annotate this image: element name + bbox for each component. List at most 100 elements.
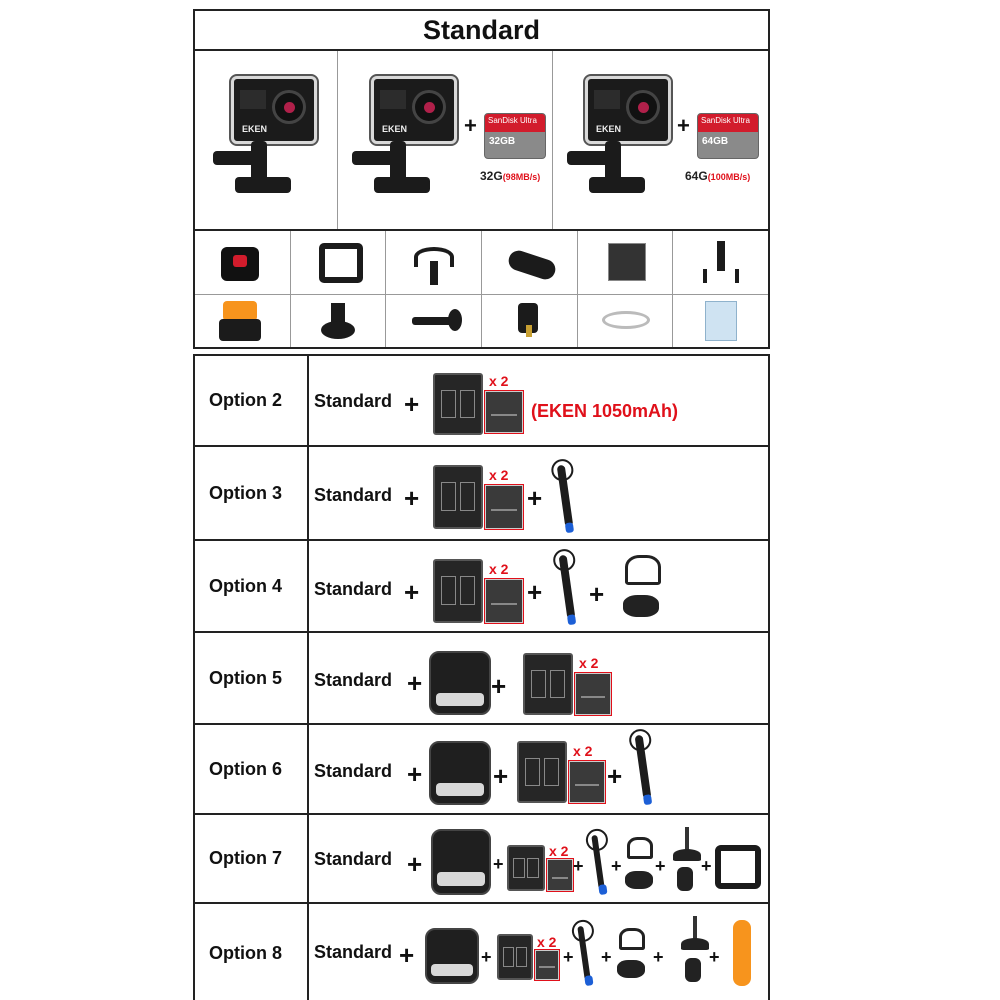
plus-sign: + bbox=[481, 947, 492, 967]
plus-sign: + bbox=[407, 668, 423, 698]
clip-mount-icon bbox=[195, 295, 291, 347]
action-camera-icon: EKEN bbox=[583, 74, 673, 146]
standard-label: Standard bbox=[314, 761, 393, 781]
accessory-row-1 bbox=[195, 231, 768, 295]
plus-sign: + bbox=[655, 856, 666, 876]
mount-icon bbox=[213, 151, 255, 165]
charger-plug-icon bbox=[482, 295, 578, 347]
plus-sign: + bbox=[527, 483, 543, 513]
manual-icon bbox=[673, 295, 768, 347]
option-label: Option 4 bbox=[195, 541, 309, 631]
carry-case-icon bbox=[425, 928, 479, 984]
battery-multiplier: x 2 bbox=[573, 743, 593, 759]
plus-sign: + bbox=[607, 761, 623, 791]
pack-camera-32g: EKEN + SanDisk Ultra 32GB 32G(98MB/s) bbox=[338, 51, 553, 229]
option-row: Option 5 Standard + + x 2 bbox=[195, 633, 768, 725]
plus-sign: + bbox=[701, 856, 712, 876]
standard-label: Standard bbox=[314, 485, 393, 505]
bike-mount-icon bbox=[386, 231, 483, 294]
selfie-stick-icon bbox=[558, 554, 576, 620]
head-strap-icon bbox=[625, 871, 653, 889]
battery-icon bbox=[484, 484, 524, 530]
dual-charger-icon bbox=[433, 559, 483, 623]
dual-charger-icon bbox=[497, 934, 533, 980]
standard-label: Standard bbox=[314, 579, 393, 599]
plus-sign: + bbox=[527, 577, 543, 607]
battery-icon bbox=[578, 231, 674, 294]
plus-sign: + bbox=[589, 579, 605, 609]
battery-multiplier: x 2 bbox=[537, 934, 557, 950]
standard-panel: Standard EKEN EKEN + SanDisk Ultra 32 bbox=[193, 9, 770, 349]
plus-sign: + bbox=[653, 947, 664, 967]
curved-mount-icon bbox=[482, 231, 578, 294]
standard-label: Standard bbox=[314, 391, 393, 411]
car-charger-icon bbox=[677, 867, 693, 891]
standard-label: Standard bbox=[314, 942, 393, 962]
plus-sign: + bbox=[601, 947, 612, 967]
suction-mount-icon bbox=[681, 916, 709, 950]
floating-grip-icon bbox=[733, 920, 751, 986]
plus-sign: + bbox=[407, 849, 423, 879]
option-label: Option 3 bbox=[195, 447, 309, 539]
battery-icon bbox=[484, 578, 524, 624]
dual-charger-icon bbox=[523, 653, 573, 715]
battery-multiplier: x 2 bbox=[489, 467, 509, 483]
plus-sign: + bbox=[611, 856, 622, 876]
battery-icon bbox=[574, 672, 612, 716]
head-strap-icon bbox=[623, 595, 659, 617]
option-row: Option 6 Standard + + x 2 + bbox=[195, 725, 768, 815]
battery-multiplier: x 2 bbox=[549, 843, 569, 859]
action-camera-icon: EKEN bbox=[229, 74, 319, 146]
option-contents: Standard + + x 2 + + + + bbox=[309, 904, 768, 1000]
plus-sign: + bbox=[491, 671, 507, 701]
option-label: Option 2 bbox=[195, 356, 309, 445]
battery-capacity-note: (EKEN 1050mAh) bbox=[531, 401, 679, 421]
battery-multiplier: x 2 bbox=[579, 655, 599, 671]
plus-sign: + bbox=[493, 854, 504, 874]
battery-icon bbox=[546, 858, 574, 892]
carry-case-icon bbox=[429, 741, 491, 805]
chest-harness-icon bbox=[627, 837, 653, 859]
plus-sign: + bbox=[404, 483, 420, 513]
plus-sign: + bbox=[407, 759, 423, 789]
plus-sign: + bbox=[493, 761, 509, 791]
battery-icon bbox=[484, 390, 524, 434]
selfie-stick-icon bbox=[591, 834, 605, 890]
plus-sign: + bbox=[573, 856, 584, 876]
extension-arm-icon bbox=[386, 295, 483, 347]
battery-icon bbox=[568, 760, 606, 804]
car-charger-icon bbox=[685, 958, 701, 982]
mount-icon bbox=[567, 151, 609, 165]
option-contents: Standard + x 2 + + bbox=[309, 541, 768, 631]
head-strap-icon bbox=[617, 960, 645, 978]
dual-charger-icon bbox=[433, 373, 483, 435]
plus-sign: + bbox=[404, 389, 420, 419]
standard-packs: EKEN EKEN + SanDisk Ultra 32GB 32G(98MB/… bbox=[195, 51, 768, 231]
option-label: Option 6 bbox=[195, 725, 309, 813]
carry-case-icon bbox=[431, 829, 491, 895]
usb-cable-icon bbox=[578, 295, 674, 347]
option-row: Option 3 Standard + x 2 + bbox=[195, 447, 768, 541]
option-contents: Standard + + x 2 + bbox=[309, 725, 768, 813]
action-camera-icon: EKEN bbox=[369, 74, 459, 146]
plus-sign: + bbox=[404, 577, 420, 607]
chest-harness-icon bbox=[619, 928, 645, 950]
option-row: Option 2 Standard + x 2 (EKEN 1050mAh) bbox=[195, 356, 768, 447]
option-contents: Standard + x 2 (EKEN 1050mAh) bbox=[309, 356, 768, 445]
options-table: Option 2 Standard + x 2 (EKEN 1050mAh) O… bbox=[193, 354, 770, 1000]
battery-icon bbox=[534, 949, 560, 981]
battery-multiplier: x 2 bbox=[489, 373, 509, 389]
option-label: Option 8 bbox=[195, 904, 309, 1000]
option-row: Option 8 Standard + + x 2 + + + + bbox=[195, 904, 768, 1000]
remote-icon bbox=[195, 231, 291, 294]
plus-sign: + bbox=[677, 113, 690, 138]
option-label: Option 5 bbox=[195, 633, 309, 723]
selfie-stick-icon bbox=[556, 464, 574, 528]
option-label: Option 7 bbox=[195, 815, 309, 902]
frame-icon bbox=[291, 231, 387, 294]
sd-card-icon: SanDisk Ultra 32GB bbox=[484, 113, 546, 159]
dual-charger-icon bbox=[517, 741, 567, 803]
dual-charger-icon bbox=[433, 465, 483, 529]
protective-frame-icon bbox=[715, 845, 761, 889]
battery-multiplier: x 2 bbox=[489, 561, 509, 577]
